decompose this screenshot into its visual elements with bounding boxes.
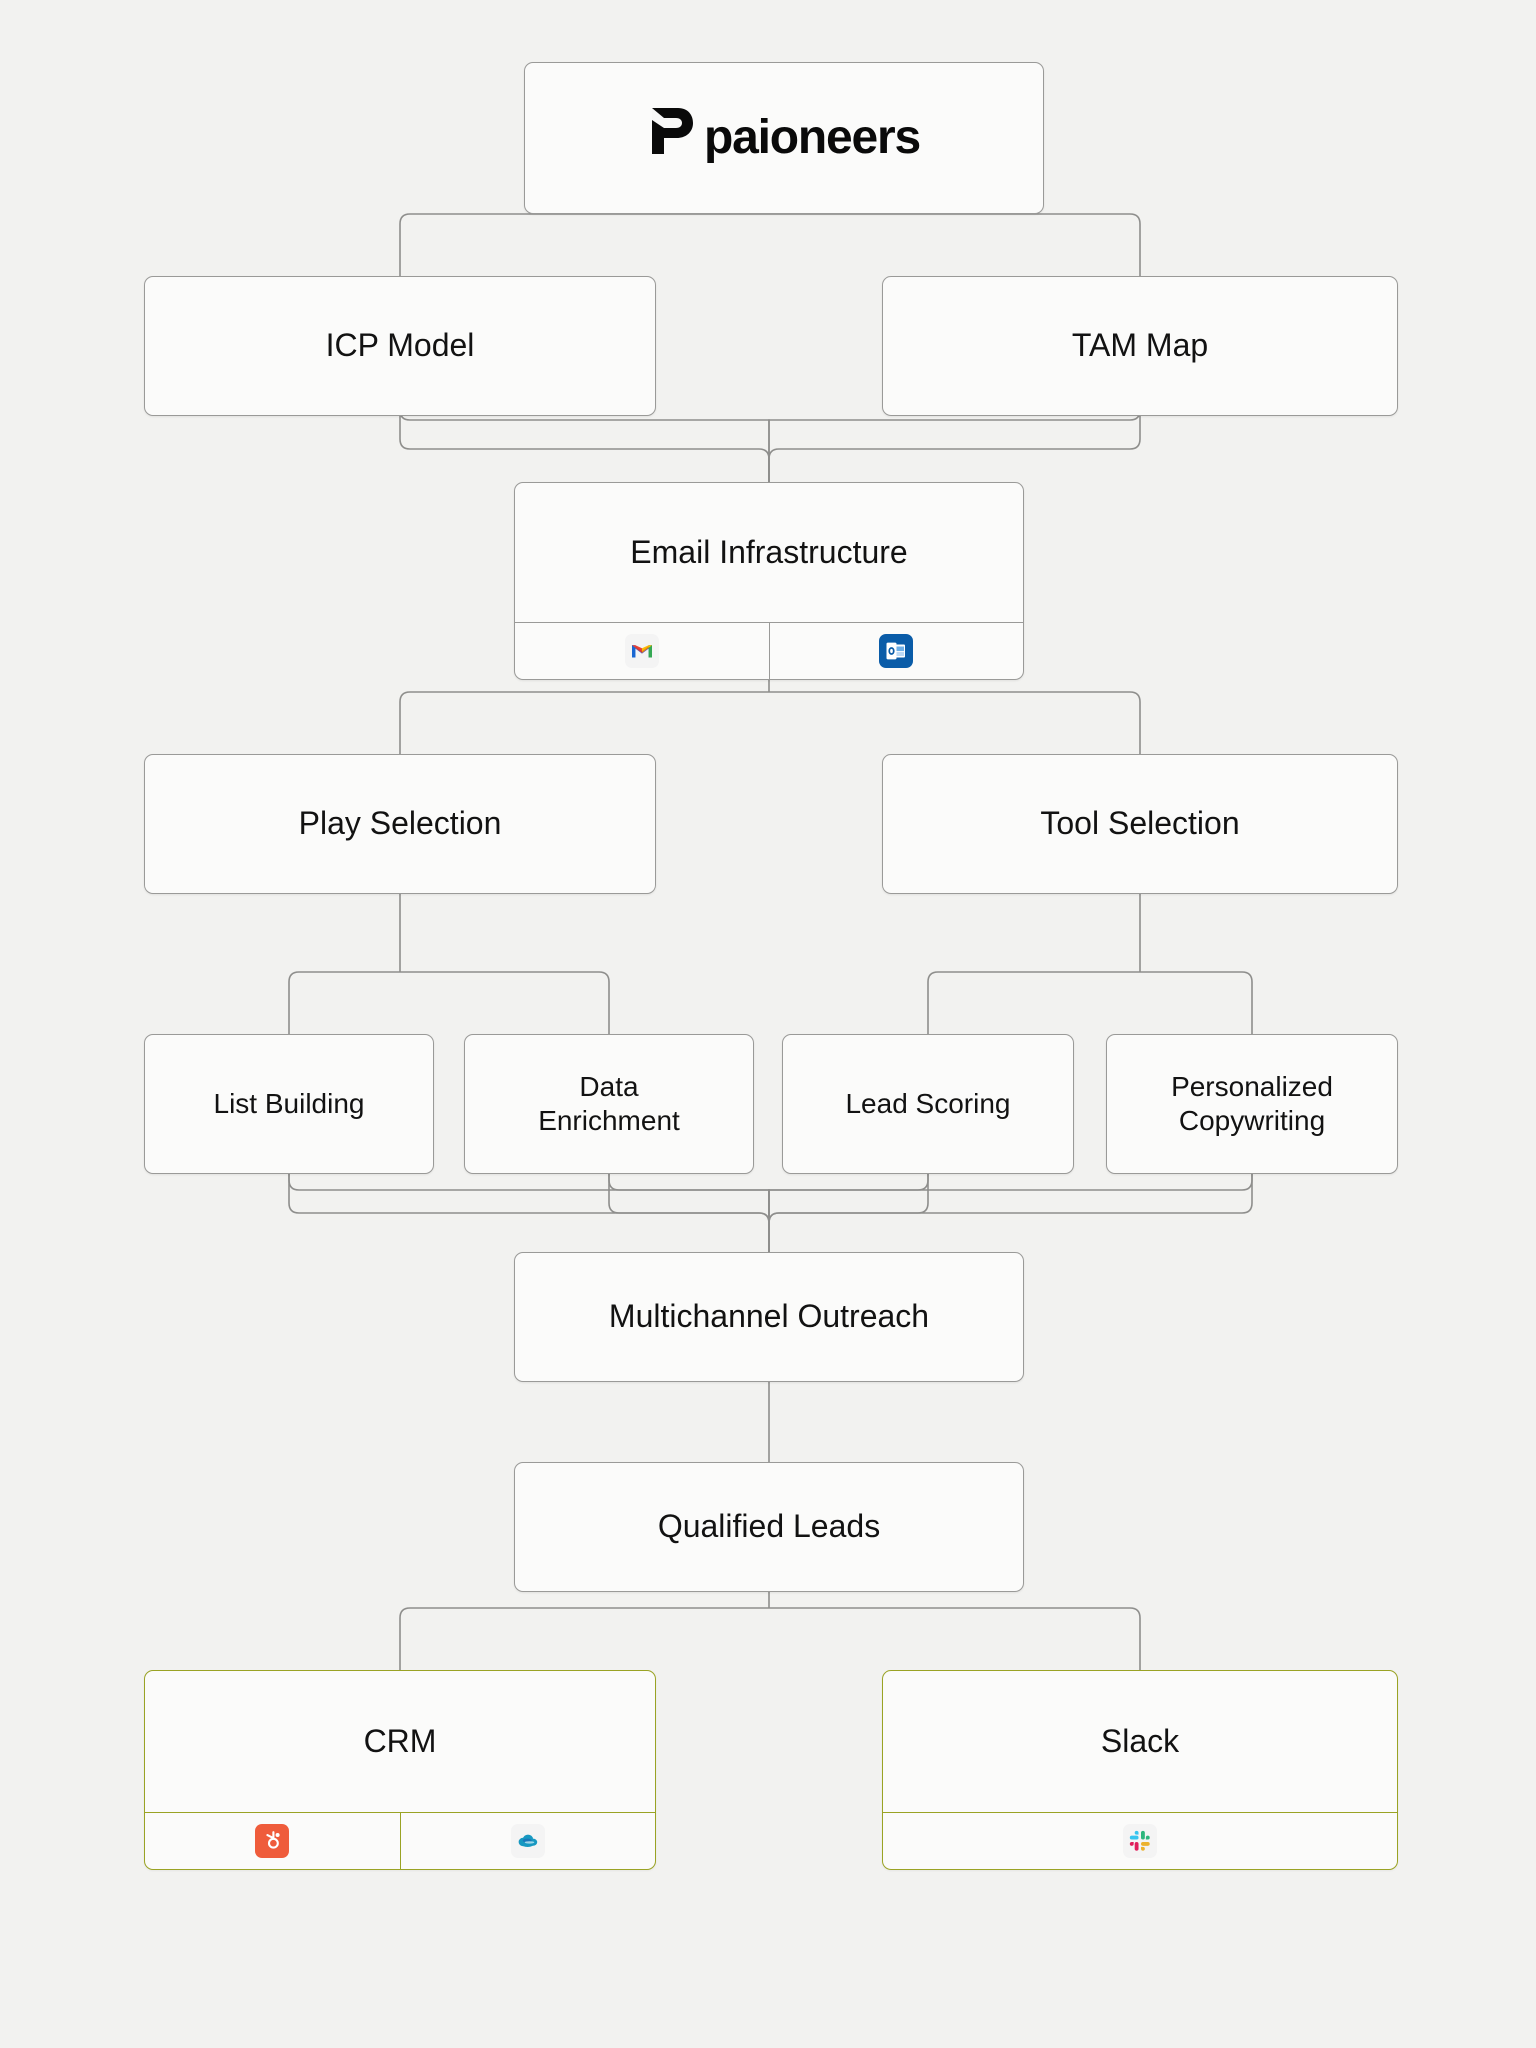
paioneers-logo-mark-icon bbox=[648, 106, 694, 171]
node-label-crm: CRM bbox=[363, 1722, 437, 1759]
edge bbox=[399, 213, 784, 276]
edge bbox=[768, 1174, 929, 1252]
edge bbox=[288, 1174, 770, 1252]
node-label-slack: Slack bbox=[1100, 1722, 1180, 1759]
hubspot-icon[interactable] bbox=[255, 1824, 290, 1858]
icon-cell-gmail[interactable] bbox=[515, 623, 770, 679]
node-icp[interactable]: ICP Model bbox=[144, 276, 656, 416]
node-label-play: Play Selection bbox=[298, 805, 502, 842]
node-label-icp: ICP Model bbox=[325, 327, 475, 364]
node-label-tam: TAM Map bbox=[1071, 327, 1209, 364]
icon-cell-salesforce[interactable] bbox=[401, 1813, 656, 1869]
node-tool[interactable]: Tool Selection bbox=[882, 754, 1398, 894]
outlook-icon[interactable] bbox=[879, 634, 914, 668]
edge bbox=[768, 416, 1141, 482]
edge bbox=[769, 1607, 1141, 1670]
node-data[interactable]: Data Enrichment bbox=[464, 1034, 754, 1174]
edge bbox=[768, 409, 1141, 482]
icon-strip-crm bbox=[145, 1812, 655, 1869]
icon-cell-outlook[interactable] bbox=[770, 623, 1024, 679]
edge bbox=[1140, 971, 1253, 1034]
edge bbox=[608, 1174, 770, 1252]
node-label-tool: Tool Selection bbox=[1040, 805, 1240, 842]
edge bbox=[399, 409, 770, 482]
node-label-score: Lead Scoring bbox=[845, 1087, 1011, 1119]
node-tam[interactable]: TAM Map bbox=[882, 276, 1398, 416]
edge bbox=[927, 971, 1140, 1034]
edge bbox=[399, 691, 769, 754]
icon-strip-email bbox=[515, 622, 1023, 679]
node-root[interactable]: paioneers bbox=[524, 62, 1044, 214]
node-label-email: Email Infrastructure bbox=[630, 533, 908, 570]
edge bbox=[784, 213, 1141, 276]
salesforce-icon[interactable] bbox=[510, 1824, 545, 1858]
node-list[interactable]: List Building bbox=[144, 1034, 434, 1174]
node-label-root: paioneers bbox=[525, 63, 1043, 213]
edge bbox=[768, 1174, 1253, 1252]
edge bbox=[768, 1174, 929, 1252]
gmail-icon[interactable] bbox=[624, 634, 659, 668]
edge bbox=[288, 1174, 770, 1252]
node-label-qualified: Qualified Leads bbox=[657, 1508, 881, 1545]
node-play[interactable]: Play Selection bbox=[144, 754, 656, 894]
node-label-copy: Personalized Copywriting bbox=[1171, 1070, 1333, 1136]
edge bbox=[288, 971, 400, 1034]
edge bbox=[399, 416, 770, 482]
icon-strip-slack bbox=[883, 1812, 1397, 1869]
edge bbox=[608, 1174, 770, 1252]
node-outreach[interactable]: Multichannel Outreach bbox=[514, 1252, 1024, 1382]
node-copy[interactable]: Personalized Copywriting bbox=[1106, 1034, 1398, 1174]
node-score[interactable]: Lead Scoring bbox=[782, 1034, 1074, 1174]
node-qualified[interactable]: Qualified Leads bbox=[514, 1462, 1024, 1592]
edge bbox=[399, 1607, 769, 1670]
edge bbox=[769, 691, 1141, 754]
icon-cell-hubspot[interactable] bbox=[145, 1813, 401, 1869]
paioneers-logo: paioneers bbox=[535, 106, 1033, 171]
node-email[interactable]: Email Infrastructure bbox=[514, 482, 1024, 680]
node-label-outreach: Multichannel Outreach bbox=[608, 1298, 930, 1335]
node-slack[interactable]: Slack bbox=[882, 1670, 1398, 1870]
icon-cell-slack[interactable] bbox=[883, 1813, 1397, 1869]
edge bbox=[400, 971, 610, 1034]
node-crm[interactable]: CRM bbox=[144, 1670, 656, 1870]
node-label-data: Data Enrichment bbox=[538, 1070, 680, 1136]
paioneers-logo-text: paioneers bbox=[704, 110, 921, 164]
node-label-list: List Building bbox=[213, 1087, 365, 1119]
slack-icon[interactable] bbox=[1123, 1824, 1157, 1858]
edge bbox=[768, 1174, 1253, 1252]
